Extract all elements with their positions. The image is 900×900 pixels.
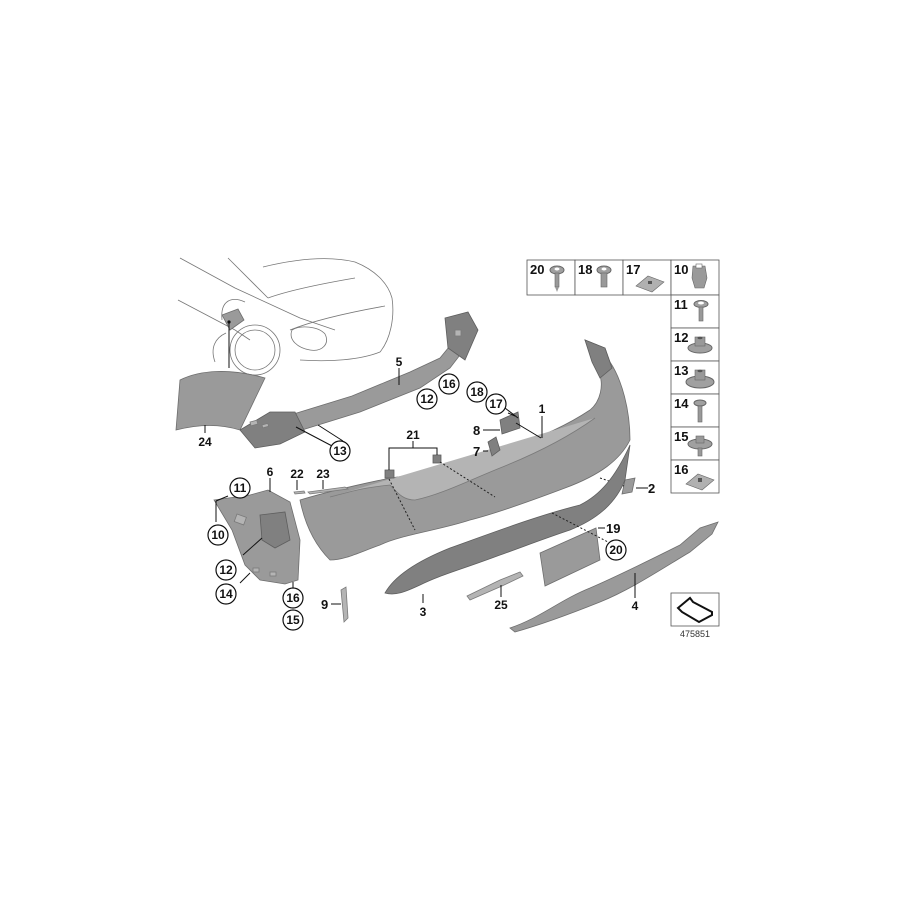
- part-1-bumper-cover: [299, 339, 631, 561]
- car-outline: [177, 257, 394, 376]
- part-7-holder: [487, 436, 501, 457]
- callout-24: 24: [198, 435, 212, 449]
- screw-icon: [693, 300, 709, 322]
- svg-text:10: 10: [211, 528, 225, 542]
- svg-text:16: 16: [286, 591, 300, 605]
- fastener-table: 20 18 17 10 11 12 13 14 15 16: [526, 259, 720, 494]
- callout-23: 23: [316, 467, 330, 481]
- part-25-trim-strip: [466, 571, 524, 601]
- fastener-label-17: 17: [626, 262, 640, 277]
- circled-callout-12: 12: [215, 559, 237, 581]
- circled-callout-16: 16: [282, 587, 304, 609]
- svg-text:12: 12: [420, 392, 434, 406]
- part-21-clip-a: [384, 469, 395, 479]
- fastener-label-14: 14: [674, 396, 689, 411]
- svg-text:15: 15: [286, 613, 300, 627]
- svg-text:16: 16: [442, 377, 456, 391]
- svg-text:17: 17: [489, 397, 503, 411]
- callout-25: 25: [494, 598, 508, 612]
- callouts-plain: 1 2 3 4 5 6 7 8 9 19 21 22 23 24 25: [198, 355, 655, 619]
- part-5-bumper-carrier: [239, 311, 479, 449]
- part-2-cap: [621, 477, 636, 495]
- callouts-circled: 16 12 13 18 17 11 10 12 14 16 15 20: [207, 373, 627, 631]
- fastener-label-20: 20: [530, 262, 544, 277]
- reference-number: 475851: [680, 629, 710, 639]
- callout-3: 3: [420, 605, 427, 619]
- clip-nut-icon: [685, 473, 715, 491]
- callout-19: 19: [606, 521, 620, 536]
- nut-icon: [687, 336, 713, 354]
- circled-callout-12: 12: [416, 388, 438, 410]
- svg-text:18: 18: [470, 385, 484, 399]
- callout-1: 1: [539, 402, 546, 416]
- expanding-nut-icon: [691, 263, 708, 289]
- fastener-label-10: 10: [674, 262, 688, 277]
- callout-4: 4: [632, 599, 639, 613]
- clip-nut-icon: [635, 275, 665, 293]
- part-8-bracket: [499, 411, 521, 435]
- fastener-label-15: 15: [674, 429, 688, 444]
- screw-icon: [596, 265, 612, 288]
- circled-callout-15: 15: [282, 609, 304, 631]
- part-9-reflector: [340, 586, 349, 623]
- svg-text:13: 13: [333, 444, 347, 458]
- part-22-strip: [293, 490, 306, 495]
- svg-text:20: 20: [609, 543, 623, 557]
- circled-callout-17: 17: [485, 393, 507, 415]
- part-21-clip-b: [432, 454, 442, 464]
- part-23-strip: [307, 486, 350, 495]
- fastener-label-11: 11: [674, 297, 688, 312]
- view-direction-arrow-icon: [676, 596, 713, 624]
- callout-8: 8: [473, 423, 480, 438]
- screw-icon: [693, 399, 707, 423]
- reference-box: 475851: [670, 592, 720, 639]
- callout-22: 22: [290, 467, 304, 481]
- callout-7: 7: [473, 444, 480, 459]
- callout-5: 5: [396, 355, 403, 369]
- callout-6: 6: [267, 465, 274, 479]
- callout-2: 2: [648, 481, 655, 496]
- fastener-label-18: 18: [578, 262, 592, 277]
- collar-screw-icon: [687, 435, 713, 457]
- callout-21: 21: [406, 428, 420, 442]
- collar-nut-icon: [685, 369, 715, 389]
- svg-text:14: 14: [219, 587, 233, 601]
- part-6-side-bracket: [213, 489, 301, 585]
- circled-callout-14: 14: [215, 583, 237, 605]
- part-4-diffuser: [509, 521, 719, 633]
- circled-callout-16: 16: [438, 373, 460, 395]
- circled-callout-18: 18: [466, 381, 488, 403]
- svg-text:12: 12: [219, 563, 233, 577]
- part-19-license-plate-bracket: [539, 527, 601, 587]
- callout-9: 9: [321, 597, 328, 612]
- circled-callout-13: 13: [329, 440, 351, 462]
- circled-callout-20: 20: [605, 539, 627, 561]
- fastener-label-16: 16: [674, 462, 688, 477]
- fastener-label-12: 12: [674, 330, 688, 345]
- fastener-label-13: 13: [674, 363, 688, 378]
- circled-callout-10: 10: [207, 524, 229, 546]
- svg-text:11: 11: [234, 481, 247, 495]
- circled-callout-11: 11: [229, 477, 251, 499]
- part-24-protective-foil: [175, 371, 266, 431]
- screw-icon: [549, 265, 565, 292]
- part-3-lower-trim: [384, 444, 631, 595]
